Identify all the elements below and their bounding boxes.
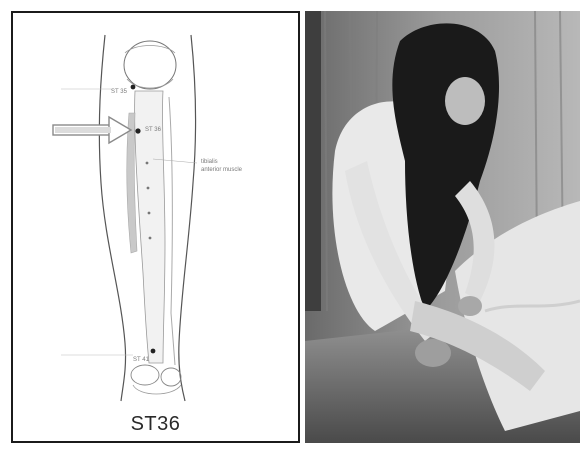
leg-diagram-panel: ST 35 ST 36 tibialis anterior muscle ST … [11,11,300,443]
arrow-icon [53,117,131,143]
point-st35 [131,85,136,90]
fibula-bone [169,97,175,365]
muscle-label-line2: anterior muscle [201,167,243,173]
diagram-caption: ST36 [13,413,298,436]
point-st41-label: ST 41 [133,357,150,363]
point-st36-label: ST 36 [145,127,162,133]
face-shape [445,77,485,125]
massage-photo [305,11,580,443]
muscle-label-line1: tibialis [201,159,218,165]
point-st36 [135,128,140,133]
leg-diagram: ST 35 ST 36 tibialis anterior muscle ST … [13,13,298,441]
photo-scene [305,11,580,443]
point-st41 [151,349,156,354]
leg-outline-right [179,35,196,401]
point-st35-label: ST 35 [111,89,128,95]
